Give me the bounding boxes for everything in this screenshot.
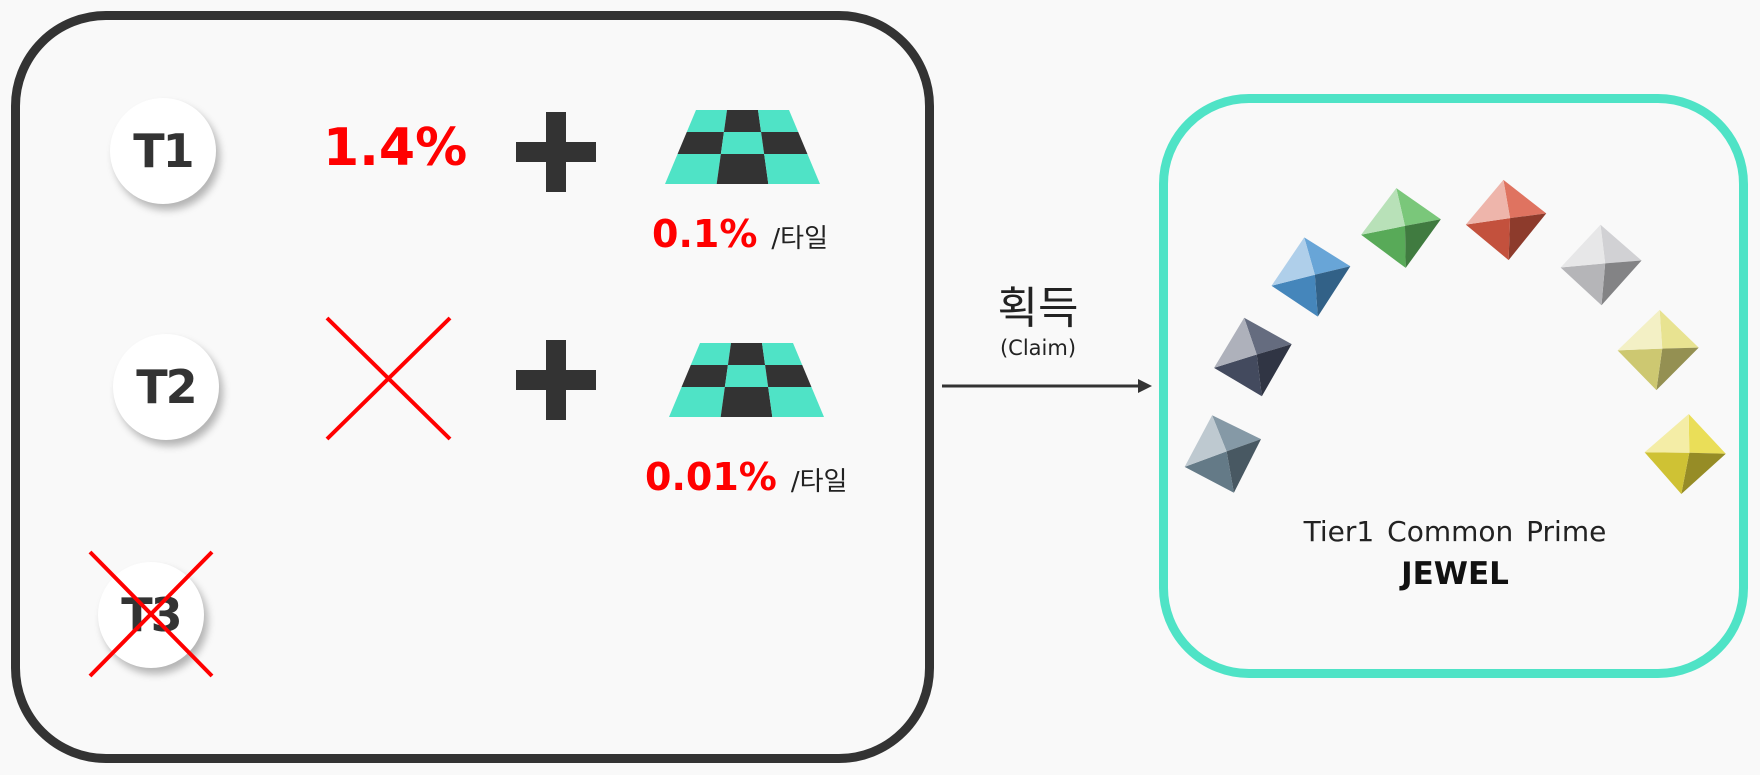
- tile-cell: [669, 387, 725, 417]
- jewel-arc: [1184, 179, 1726, 495]
- tile-cell: [720, 387, 773, 417]
- reward-name: JEWEL: [1401, 556, 1509, 592]
- tile-rate-value: 0.1%: [652, 212, 758, 256]
- claim-sublabel: (Claim): [999, 336, 1077, 360]
- tile-grid-icon: [669, 343, 824, 417]
- t2-tile-rate: 0.01% /타일: [645, 455, 847, 499]
- tile-cell: [727, 343, 766, 365]
- tile-cell: [768, 387, 824, 417]
- reward-panel: [1159, 94, 1748, 678]
- jewel-icon: [1214, 317, 1292, 397]
- tier-badge-t2: T2: [113, 334, 219, 440]
- tile-cell: [761, 132, 808, 154]
- tile-rate-value: 0.01%: [645, 455, 777, 499]
- tile-cell: [764, 154, 820, 184]
- reward-title: Tier1 Common Prime: [1303, 515, 1607, 548]
- jewel-icon: [1617, 309, 1699, 391]
- no-base-rate-cross-icon: [325, 316, 452, 441]
- jewel-icon: [1184, 415, 1262, 493]
- tile-cell: [716, 154, 769, 184]
- tile-cell: [690, 343, 731, 365]
- tier-label: T1: [133, 124, 194, 178]
- tile-cell: [681, 365, 728, 387]
- tile-rate-unit: /타일: [771, 224, 828, 254]
- tier-conditions-panel: [11, 11, 934, 763]
- t1-base-rate: 1.4%: [323, 118, 468, 178]
- tile-grid-icon: [665, 110, 820, 184]
- claim-label: 획득: [997, 283, 1079, 334]
- tile-cell: [724, 365, 769, 387]
- jewel-icon: [1644, 413, 1726, 495]
- tile-cell: [758, 110, 799, 132]
- plus-icon: [516, 112, 596, 192]
- jewel-icon: [1560, 224, 1642, 306]
- t1-tile-rate: 0.1% /타일: [652, 212, 828, 256]
- tier-badge-t1: T1: [110, 98, 216, 204]
- tile-rate-unit: /타일: [790, 467, 848, 497]
- plus-icon: [516, 340, 596, 420]
- tile-cell: [723, 110, 762, 132]
- tier-label: T2: [136, 360, 197, 414]
- jewel-icon: [1361, 188, 1441, 268]
- tile-cell: [686, 110, 727, 132]
- tile-cell: [665, 154, 721, 184]
- arrow-right-icon: [942, 379, 1152, 393]
- tile-cell: [762, 343, 803, 365]
- jewel-icon: [1465, 179, 1547, 261]
- tile-cell: [720, 132, 765, 154]
- tile-cell: [677, 132, 724, 154]
- jewel-icon: [1271, 237, 1351, 317]
- excluded-cross-icon: [88, 550, 214, 678]
- tile-cell: [765, 365, 812, 387]
